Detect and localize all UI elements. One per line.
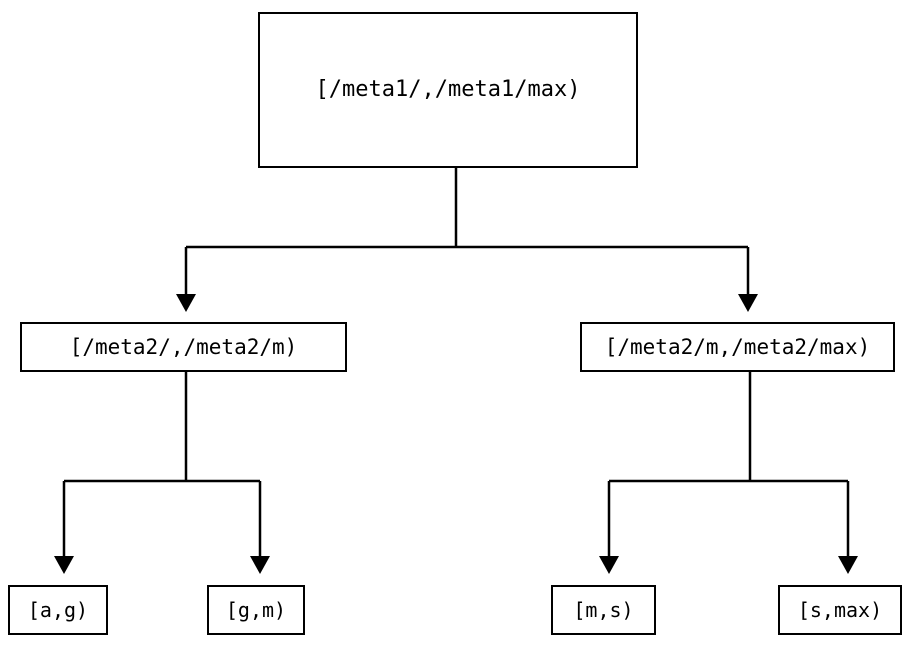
arrowhead-to-mid-left bbox=[176, 294, 196, 312]
node-mid-right[interactable]: [/meta2/m,/meta2/max) bbox=[580, 322, 895, 372]
node-mid-right-label: [/meta2/m,/meta2/max) bbox=[604, 334, 871, 359]
node-mid-left[interactable]: [/meta2/,/meta2/m) bbox=[20, 322, 347, 372]
edge-midright-to-leaves bbox=[599, 372, 858, 574]
node-leaf-ag-label: [a,g) bbox=[27, 598, 89, 622]
edge-root-to-mid-level bbox=[176, 168, 758, 312]
node-leaf-ms[interactable]: [m,s) bbox=[551, 585, 656, 635]
edge-midleft-to-leaves bbox=[54, 372, 270, 574]
node-root-label: [/meta1/,/meta1/max) bbox=[315, 77, 581, 102]
arrowhead-to-leaf-smax bbox=[838, 556, 858, 574]
node-root[interactable]: [/meta1/,/meta1/max) bbox=[258, 12, 638, 168]
arrowhead-to-leaf-ms bbox=[599, 556, 619, 574]
node-leaf-ag[interactable]: [a,g) bbox=[8, 585, 108, 635]
node-leaf-gm-label: [g,m) bbox=[225, 598, 287, 622]
node-leaf-smax[interactable]: [s,max) bbox=[778, 585, 902, 635]
arrowhead-to-leaf-gm bbox=[250, 556, 270, 574]
arrowhead-to-mid-right bbox=[738, 294, 758, 312]
node-leaf-ms-label: [m,s) bbox=[573, 598, 634, 622]
node-leaf-smax-label: [s,max) bbox=[797, 598, 883, 622]
arrowhead-to-leaf-ag bbox=[54, 556, 74, 574]
node-mid-left-label: [/meta2/,/meta2/m) bbox=[69, 334, 298, 359]
node-leaf-gm[interactable]: [g,m) bbox=[207, 585, 305, 635]
